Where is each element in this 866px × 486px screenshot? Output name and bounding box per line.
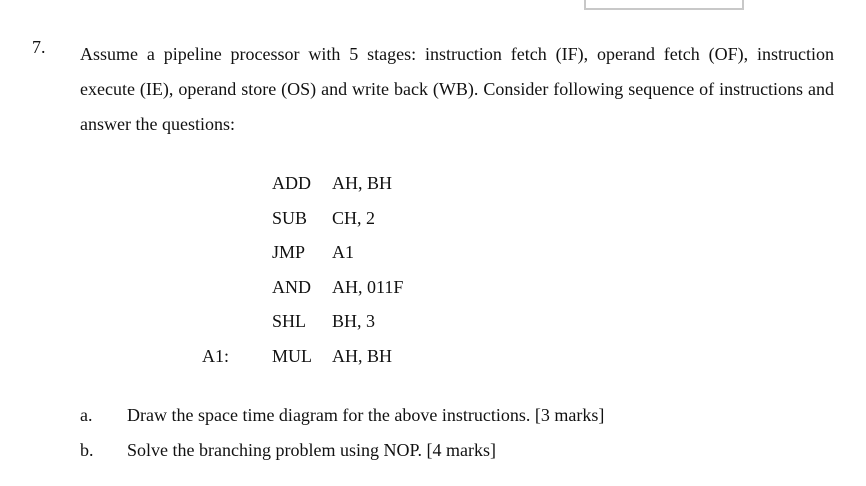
- part-text: Draw the space time diagram for the abov…: [127, 405, 605, 425]
- instruction-opcode: MUL: [272, 345, 312, 366]
- instruction-opcode: SUB: [272, 207, 308, 228]
- instruction-opcode: ADD: [272, 173, 311, 193]
- instruction-label: A1:: [202, 345, 229, 366]
- instruction-opcode: SHL: [272, 311, 307, 331]
- top-box-edge: [584, 0, 744, 10]
- instruction-opcode: JMP: [272, 242, 306, 262]
- question-number: 7.: [32, 37, 46, 57]
- instruction-operands: A1: [332, 242, 354, 262]
- instruction-opcode: AND: [272, 276, 311, 297]
- instruction-operands: AH, BH: [332, 173, 393, 193]
- instruction-operands: AH, BH: [332, 345, 393, 366]
- part-letter: a.: [80, 405, 93, 425]
- instruction-operands: AH, 011F: [332, 276, 404, 297]
- part-letter: b.: [80, 440, 94, 460]
- part-text: Solve the branching problem using NOP. […: [127, 440, 496, 460]
- instruction-operands: CH, 2: [332, 207, 376, 228]
- instruction-operands: BH, 3: [332, 311, 376, 331]
- question-text: Assume a pipeline processor with 5 stage…: [80, 44, 834, 134]
